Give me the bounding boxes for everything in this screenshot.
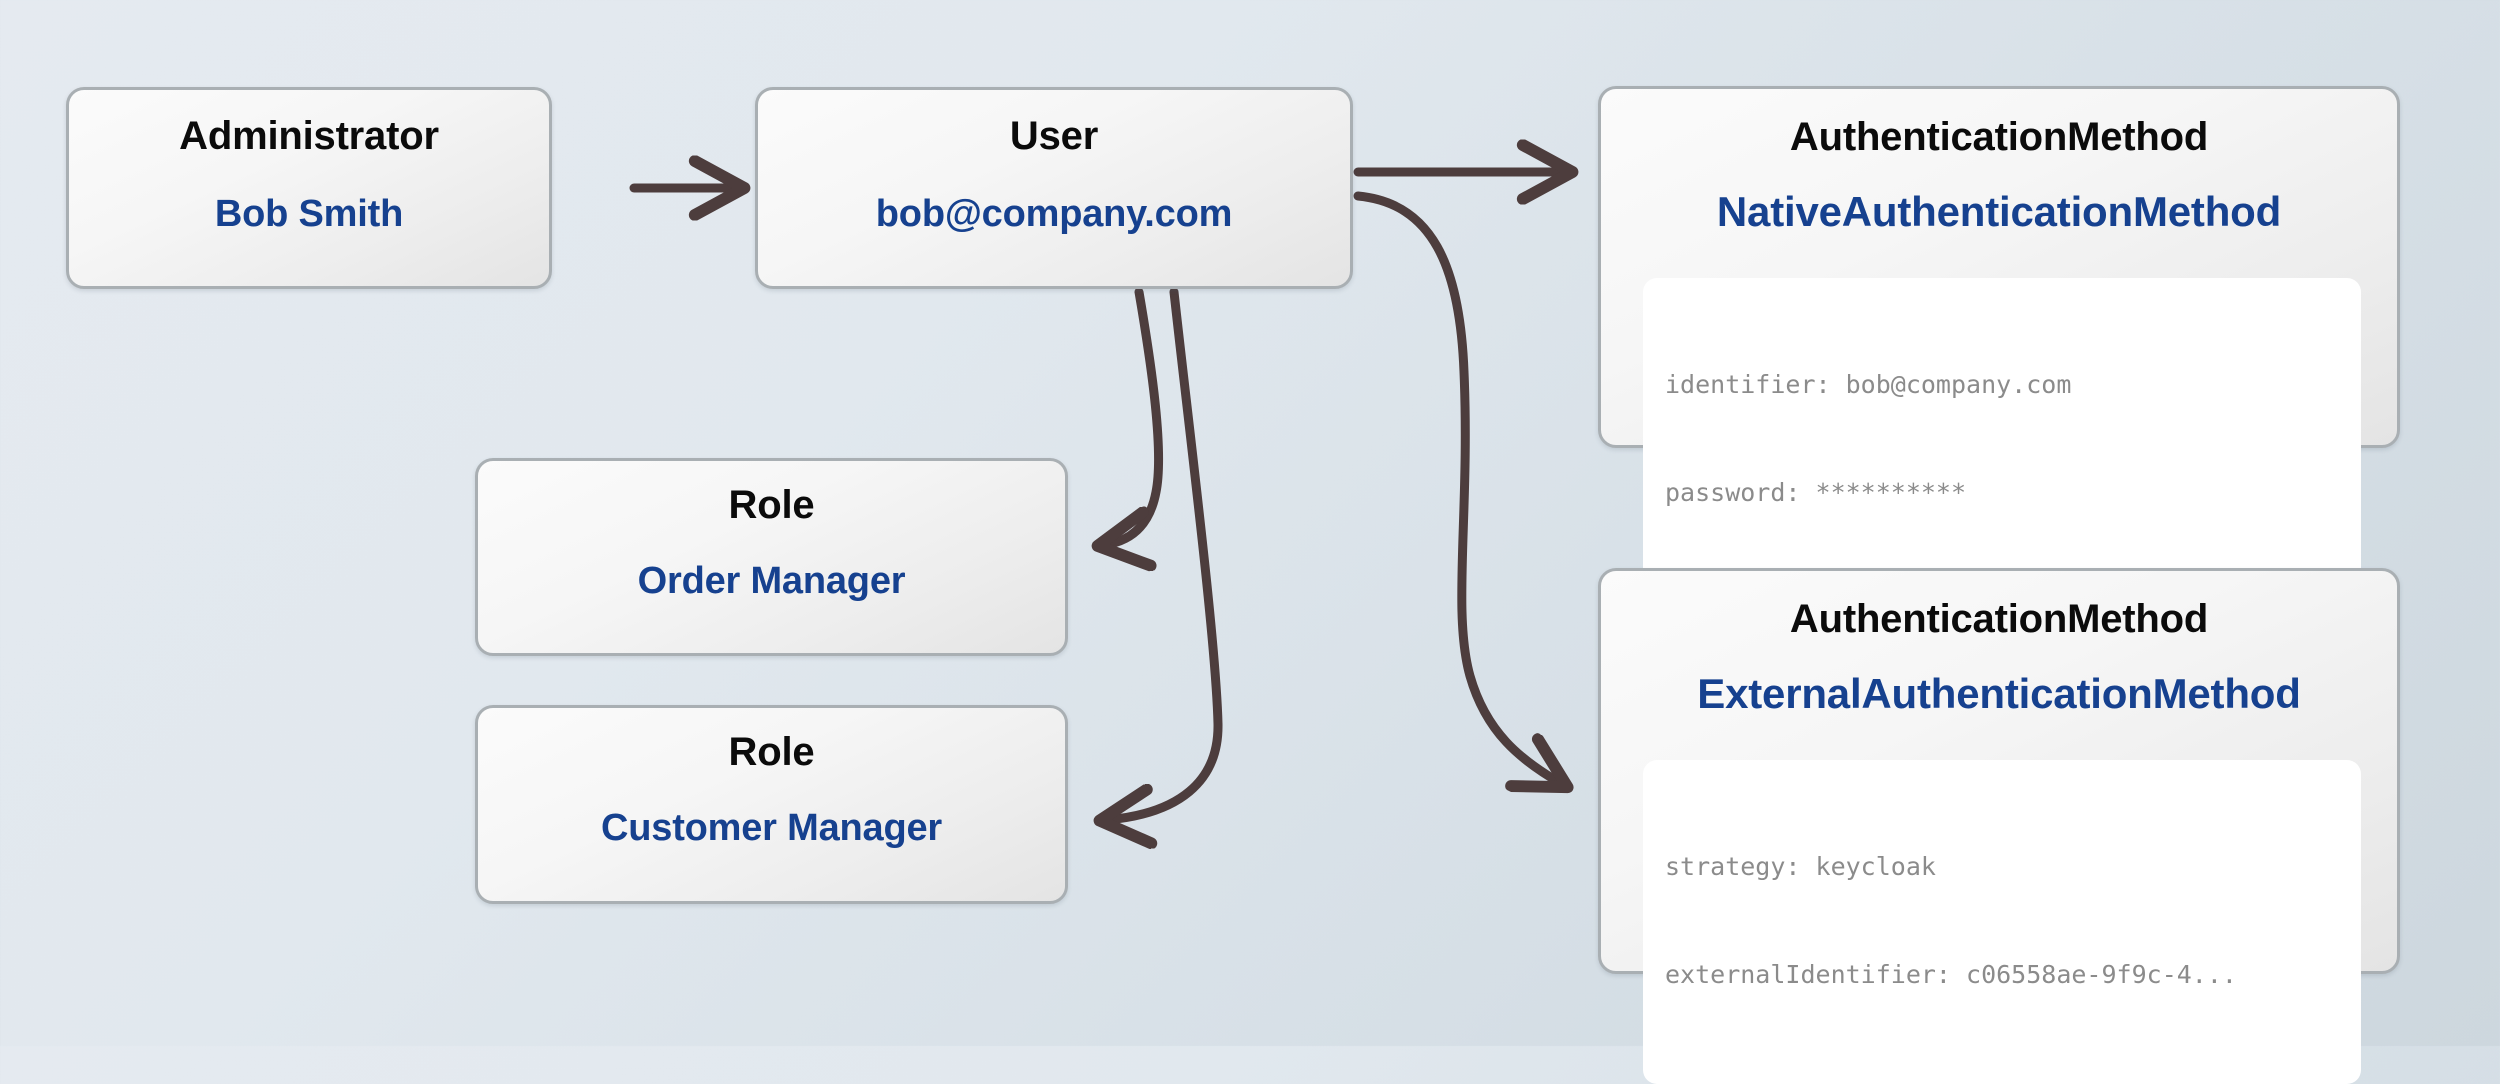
node-external-auth-type: AuthenticationMethod bbox=[1789, 597, 2209, 641]
node-user-type: User bbox=[1009, 114, 1099, 158]
node-administrator[interactable]: Administrator Bob Smith bbox=[66, 87, 552, 289]
node-native-auth-type: AuthenticationMethod bbox=[1789, 115, 2209, 159]
property-password: password: ********** bbox=[1665, 478, 1967, 508]
edge-user-to-role-customer bbox=[1106, 287, 1223, 820]
node-role-order-manager[interactable]: Role Order Manager bbox=[475, 458, 1068, 656]
diagram-canvas: Administrator Bob Smith User bob@company… bbox=[66, 86, 2400, 1084]
node-role-order-manager-value: Order Manager bbox=[637, 560, 906, 602]
node-role-customer-manager-type: Role bbox=[728, 730, 815, 774]
edge-user-to-external-auth bbox=[1353, 191, 1562, 784]
node-role-customer-manager-value: Customer Manager bbox=[601, 807, 942, 849]
node-external-auth-value: ExternalAuthenticationMethod bbox=[1697, 670, 2301, 717]
property-external-identifier: externalIdentifier: c06558ae-9f9c-4... bbox=[1665, 960, 2237, 990]
node-native-auth-value: NativeAuthenticationMethod bbox=[1716, 188, 2282, 235]
node-administrator-value: Bob Smith bbox=[214, 193, 404, 235]
node-native-authentication-method[interactable]: AuthenticationMethod NativeAuthenticatio… bbox=[1598, 86, 2400, 602]
node-administrator-type: Administrator bbox=[179, 114, 439, 158]
node-user-value: bob@company.com bbox=[875, 193, 1233, 235]
node-user[interactable]: User bob@company.com bbox=[755, 87, 1353, 289]
property-strategy: strategy: keycloak bbox=[1665, 851, 1936, 881]
node-external-auth-properties: strategy: keycloak externalIdentifier: c… bbox=[1643, 760, 2361, 1084]
node-native-auth-properties: identifier: bob@company.com password: **… bbox=[1643, 278, 2361, 602]
node-role-customer-manager[interactable]: Role Customer Manager bbox=[475, 705, 1068, 904]
edge-user-to-role-order bbox=[1104, 287, 1164, 545]
property-identifier: identifier: bob@company.com bbox=[1665, 369, 2072, 399]
node-external-authentication-method[interactable]: AuthenticationMethod ExternalAuthenticat… bbox=[1598, 568, 2400, 1084]
node-role-order-manager-type: Role bbox=[728, 483, 815, 527]
